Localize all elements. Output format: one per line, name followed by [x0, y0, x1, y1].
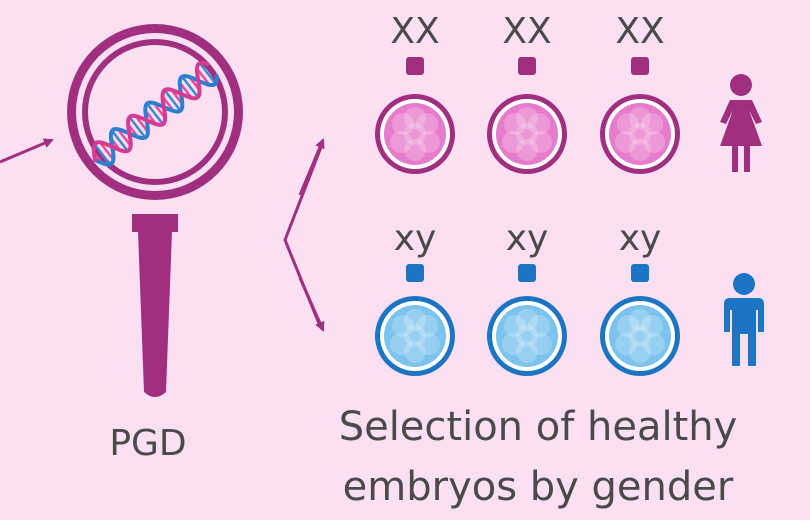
male-chromosome-label: xy [619, 218, 662, 259]
female-figure-icon [720, 74, 762, 172]
embryo-icon [487, 94, 567, 174]
dna-rung [163, 89, 182, 112]
dna-helix-icon [91, 60, 219, 167]
dna-rung [181, 75, 199, 98]
female-chromosome-label: XX [502, 11, 551, 52]
male-chromosome-marker [631, 264, 649, 282]
male-chromosome-marker [406, 264, 424, 282]
female-embryo-row: XX XX XX [375, 11, 680, 174]
male-embryo-row: xy xy xy [375, 218, 680, 376]
embryo-icon [375, 296, 455, 376]
male-chromosome-marker [518, 264, 536, 282]
embryo-icon [600, 94, 680, 174]
branch-arrows-icon [283, 138, 325, 332]
male-chromosome-label: xy [394, 218, 437, 259]
female-chromosome-marker [518, 57, 536, 75]
female-chromosome-label: XX [615, 11, 664, 52]
incoming-arrow-icon [0, 138, 54, 164]
embryo-icon [375, 94, 455, 174]
female-chromosome-marker [631, 57, 649, 75]
dna-rung [146, 102, 164, 125]
caption-line-2: embryos by gender [343, 464, 734, 510]
dna-rung [128, 116, 147, 139]
dna-rung [93, 143, 112, 166]
dna-strand-a [93, 74, 219, 167]
dna-rung [111, 129, 129, 152]
dna-strand-b [91, 60, 210, 162]
pgd-label: PGD [109, 423, 186, 464]
embryo-icon [487, 296, 567, 376]
female-chromosome-label: XX [390, 11, 439, 52]
dna-rung [99, 141, 115, 161]
male-chromosome-label: xy [506, 218, 549, 259]
embryo-icon [600, 296, 680, 376]
dna-rung [195, 67, 211, 86]
female-chromosome-marker [406, 57, 424, 75]
dna-rung [116, 128, 132, 147]
caption-line-1: Selection of healthy [339, 404, 738, 450]
dna-rung [198, 62, 217, 85]
male-figure-icon [724, 273, 764, 366]
